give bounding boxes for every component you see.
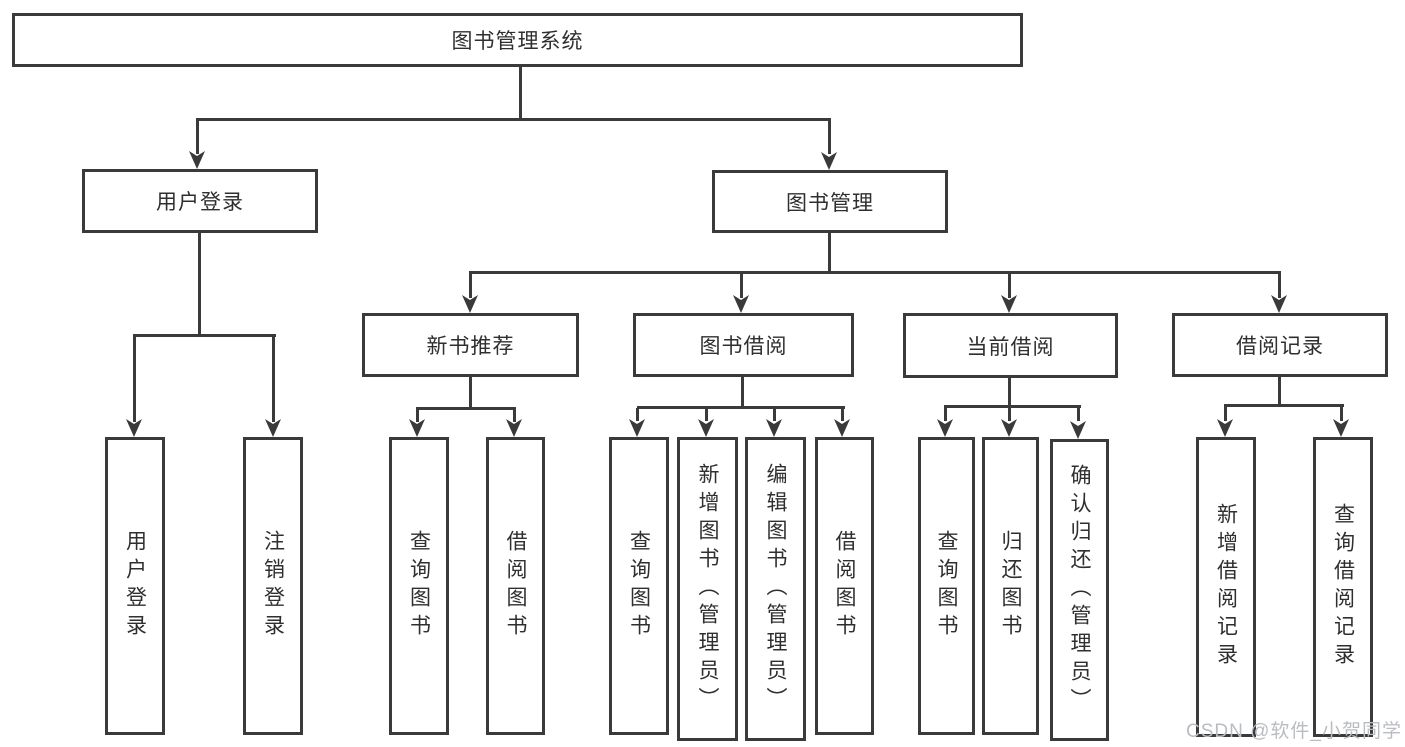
connector-leaf-drop	[513, 409, 516, 422]
connector-level2-rail	[469, 271, 1281, 274]
connector-leaf-drop	[1340, 406, 1343, 421]
connector-current-borrow-rail	[944, 405, 1081, 408]
node-new-book-recommend: 新书推荐	[362, 313, 579, 377]
arrowhead-leaf	[1333, 419, 1349, 437]
arrowhead-leaf	[834, 419, 850, 437]
connector-leaf-drop	[416, 409, 419, 422]
leaf-return-books: 归还图书	[982, 437, 1039, 735]
node-book-management: 图书管理	[712, 170, 948, 233]
connector-level1-rail	[196, 118, 831, 121]
connector-user-login-rail	[133, 334, 276, 337]
leaf-edit-books-admin: 编辑图书（管理员）	[745, 437, 806, 741]
node-user-login: 用户登录	[82, 169, 318, 233]
arrowhead-leaf	[937, 419, 953, 437]
connector-leaf-drop	[944, 407, 947, 421]
connector-leaf-drop	[841, 408, 844, 421]
arrowhead-book-mgmt	[821, 152, 837, 170]
connector-borrow-record-rail	[1224, 404, 1344, 407]
leaf-query-borrow-record: 查询借阅记录	[1313, 437, 1373, 737]
connector-leaf-drop	[773, 408, 776, 421]
connector-leaf-login-drop	[133, 336, 136, 422]
node-root: 图书管理系统	[12, 13, 1023, 67]
leaf-user-login: 用户登录	[105, 437, 165, 735]
leaf-logout: 注销登录	[243, 437, 303, 735]
connector-new-rec-stem	[469, 377, 472, 410]
leaf-confirm-return-admin: 确认归还（管理员）	[1050, 439, 1109, 741]
leaf-borrow-books: 借阅图书	[815, 437, 874, 735]
connector-book-borrow-rail	[637, 406, 845, 409]
arrowhead-leaf	[629, 419, 645, 437]
connector-borrow-record-drop	[1278, 273, 1281, 298]
connector-leaf-drop	[1008, 407, 1011, 421]
arrowhead-leaf	[1001, 419, 1017, 437]
connector-book-mgmt-stem	[828, 233, 831, 274]
connector-leaf-drop	[705, 408, 708, 421]
connector-new-rec-rail	[416, 407, 516, 410]
connector-leaf-drop	[1224, 406, 1227, 421]
connector-leaf-logout-drop	[272, 336, 275, 422]
connector-borrow-record-stem	[1278, 377, 1281, 407]
connector-book-borrow-stem	[741, 377, 744, 409]
connector-leaf-drop	[1077, 407, 1080, 421]
leaf-query-books-borrow: 查询图书	[609, 437, 669, 735]
connector-user-login-drop	[196, 120, 199, 154]
connector-book-borrow-drop	[740, 273, 743, 298]
connector-user-login-stem	[198, 233, 201, 337]
leaf-borrow-books-recommend: 借阅图书	[486, 437, 545, 735]
node-current-borrow: 当前借阅	[903, 313, 1118, 378]
connector-leaf-drop	[636, 408, 639, 421]
arrowhead-leaf	[698, 419, 714, 437]
connector-new-rec-drop	[469, 273, 472, 298]
connector-book-mgmt-drop	[828, 120, 831, 154]
connector-current-borrow-stem	[1008, 378, 1011, 407]
arrowhead-leaf	[1070, 421, 1086, 439]
node-book-borrow: 图书借阅	[633, 313, 854, 377]
arrowhead-leaf	[1217, 419, 1233, 437]
arrowhead-leaf	[766, 419, 782, 437]
connector-root-stem	[519, 65, 522, 121]
leaf-query-books-current: 查询图书	[918, 437, 975, 735]
connector-current-borrow-drop	[1008, 273, 1011, 298]
leaf-query-books-recommend: 查询图书	[389, 437, 449, 735]
node-borrow-records: 借阅记录	[1172, 313, 1388, 377]
leaf-add-borrow-record: 新增借阅记录	[1196, 437, 1256, 737]
csdn-watermark: CSDN @软件_小贺同学	[1186, 721, 1402, 742]
leaf-add-books-admin: 新增图书（管理员）	[677, 437, 738, 741]
